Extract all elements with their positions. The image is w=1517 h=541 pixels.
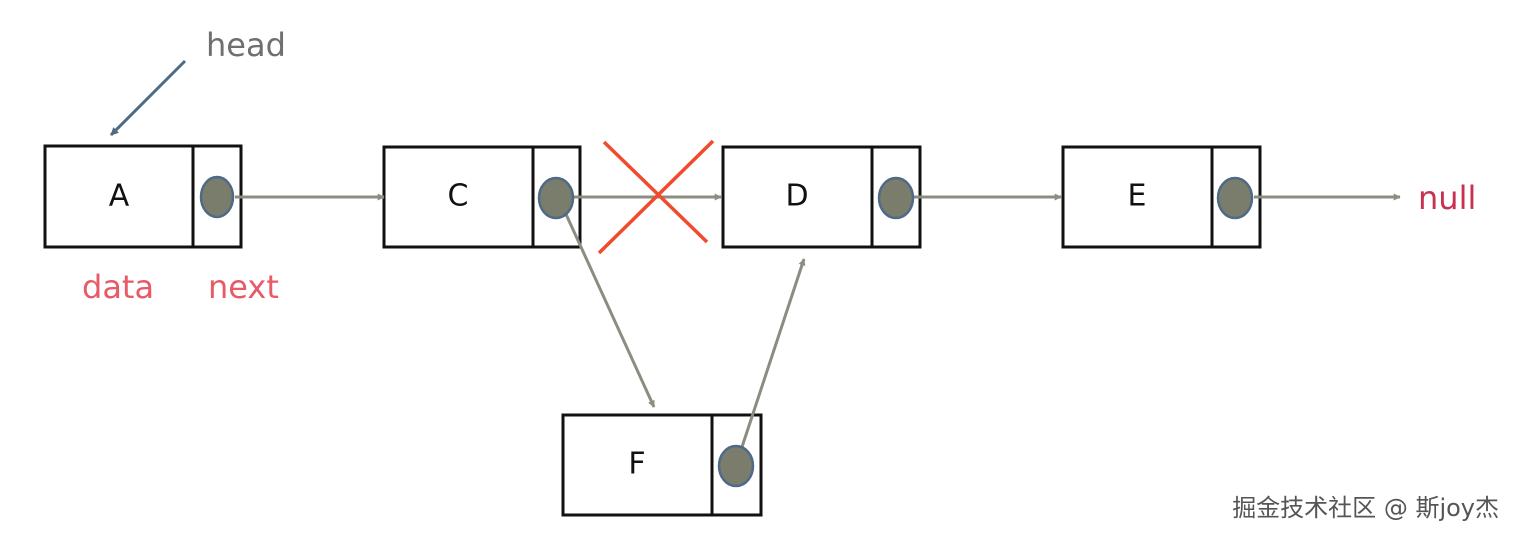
watermark: 掘金技术社区 @ 斯joy杰: [1232, 494, 1499, 522]
link-f-to-d: [739, 258, 806, 451]
list-node-a: A: [43, 144, 243, 249]
link-c-to-f: [563, 211, 656, 408]
head-label: head: [206, 26, 286, 64]
removed-link-cross-icon: [597, 139, 715, 255]
null-terminator-label: null: [1418, 179, 1476, 217]
node-f-label: F: [628, 447, 645, 482]
node-a-next-pointer: [199, 175, 235, 219]
node-e-next-pointer: [1216, 176, 1254, 220]
node-c-next-pointer: [537, 176, 575, 220]
node-d-label: D: [785, 179, 808, 214]
node-a-label: A: [109, 179, 130, 214]
node-d-next-pointer: [877, 176, 915, 220]
next-field-label: next: [208, 268, 279, 306]
node-e-label: E: [1128, 179, 1147, 214]
head-arrow: [109, 59, 187, 137]
node-f-next-pointer: [717, 444, 755, 488]
data-field-label: data: [82, 268, 154, 306]
node-c-label: C: [448, 179, 469, 214]
